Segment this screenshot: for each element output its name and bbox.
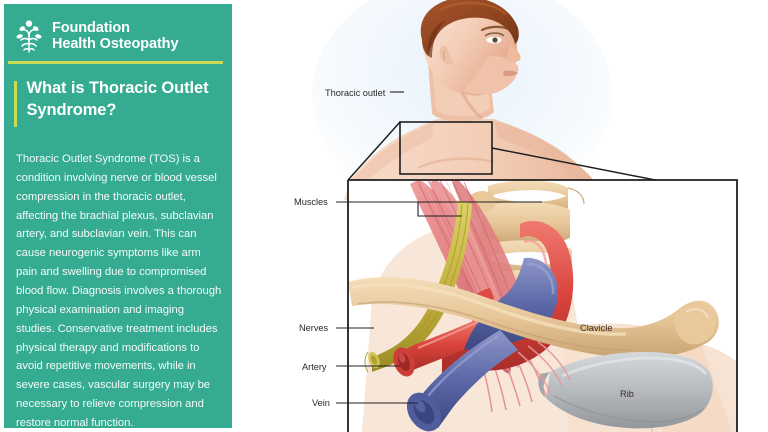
anatomy-artwork	[312, 0, 738, 432]
anatomy-illustration: Thoracic outlet Muscles Nerves Artery Ve…	[232, 0, 768, 432]
brachial-plexus-nerves	[364, 200, 472, 373]
magnified-anatomy-panel	[348, 180, 737, 432]
title-block: What is Thoracic Outlet Syndrome?	[14, 78, 228, 127]
muscle-insertion-fibers	[517, 341, 571, 393]
label-muscles: Muscles	[294, 197, 328, 207]
label-rib: Rib	[620, 389, 634, 399]
page-title: What is Thoracic Outlet Syndrome?	[26, 79, 209, 119]
brand-line-1: Foundation	[52, 19, 130, 36]
label-leader-lines	[336, 91, 542, 404]
leader-muscles	[336, 201, 462, 217]
label-thoracic-outlet: Thoracic outlet	[325, 88, 386, 98]
label-artery: Artery	[302, 362, 327, 372]
brand-name: Foundation Health Osteopathy	[52, 19, 179, 52]
brand-header: Foundation Health Osteopathy	[4, 4, 232, 56]
info-sidebar: Foundation Health Osteopathy What is Tho…	[4, 4, 232, 429]
tree-person-logo-icon	[14, 19, 44, 53]
clavicle-bone	[348, 277, 719, 358]
title-accent-bar	[14, 81, 17, 127]
label-nerves: Nerves	[299, 323, 329, 333]
label-vein: Vein	[312, 398, 330, 408]
label-clavicle: Clavicle	[580, 323, 613, 333]
brand-line-2: Health Osteopathy	[52, 36, 179, 52]
magnified-panel-border	[347, 179, 738, 432]
first-rib-bone	[538, 352, 713, 429]
body-paragraph: Thoracic Outlet Syndrome (TOS) is a cond…	[16, 153, 222, 430]
header-divider	[8, 61, 223, 64]
